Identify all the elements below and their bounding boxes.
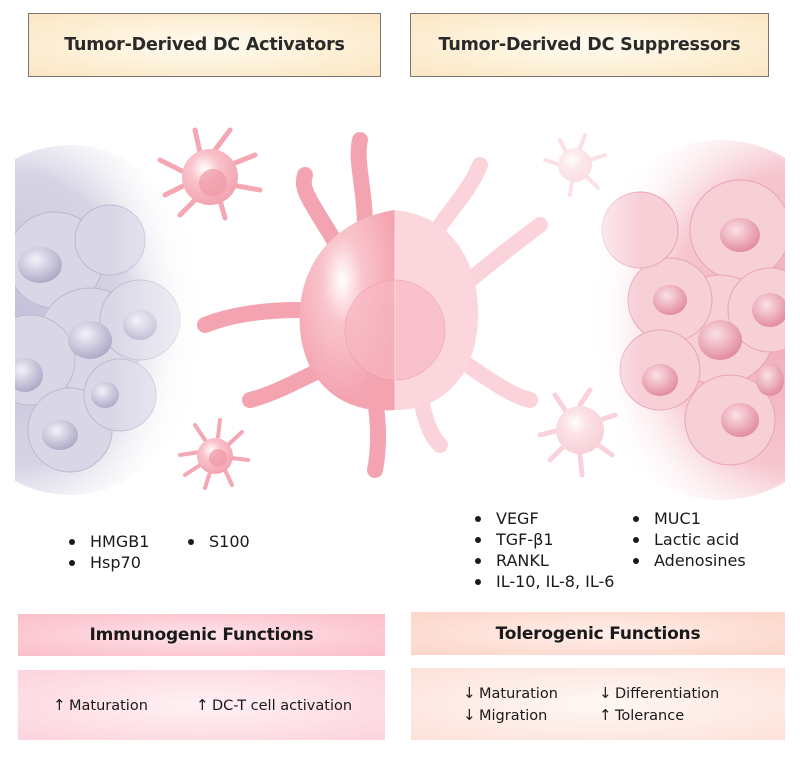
immunogenic-functions-body: ↑Maturation ↑DC-T cell activation <box>18 670 385 740</box>
immunogenic-item: ↑DC-T cell activation <box>196 696 352 714</box>
activators-list-col2: S100 <box>185 531 250 552</box>
suppressors-header: Tumor-Derived DC Suppressors <box>410 13 769 77</box>
small-dendritic-cell-bottom-right <box>537 387 618 478</box>
immunogenic-item: ↑Maturation <box>53 696 148 714</box>
suppressor-item: Lactic acid <box>630 529 746 550</box>
activators-header: Tumor-Derived DC Activators <box>28 13 381 77</box>
up-arrow-icon: ↑ <box>599 706 612 724</box>
activator-item: HMGB1 <box>66 531 149 552</box>
suppressor-item: MUC1 <box>630 508 746 529</box>
down-arrow-icon: ↓ <box>463 684 476 702</box>
suppressor-item: VEGF <box>472 508 614 529</box>
tolerogenic-item-label: Differentiation <box>615 686 720 702</box>
suppressors-list-col2: MUC1 Lactic acid Adenosines <box>630 508 746 571</box>
suppressor-item: Adenosines <box>630 550 746 571</box>
tolerogenic-item-label: Tolerance <box>615 708 685 724</box>
tolerogenic-item: ↓Migration <box>463 706 547 724</box>
tolerogenic-item-label: Migration <box>479 708 548 724</box>
suppressor-item: RANKL <box>472 550 614 571</box>
tolerogenic-item: ↑Tolerance <box>599 706 684 724</box>
suppressors-list-col1: VEGF TGF-β1 RANKL IL-10, IL-8, IL-6 <box>472 508 614 592</box>
tolerogenic-item: ↓Maturation <box>463 684 558 702</box>
suppressor-item: IL-10, IL-8, IL-6 <box>472 571 614 592</box>
up-arrow-icon: ↑ <box>196 696 209 714</box>
immunogenic-item-label: DC-T cell activation <box>212 698 353 714</box>
tolerogenic-functions-title: Tolerogenic Functions <box>411 612 785 655</box>
immunogenic-functions-title: Immunogenic Functions <box>18 614 385 656</box>
left-tumor-cluster <box>0 100 240 500</box>
right-tumor-cluster <box>570 100 800 500</box>
up-arrow-icon: ↑ <box>53 696 66 714</box>
small-dendritic-cell-top-right <box>543 133 607 197</box>
activators-list-col1: HMGB1 Hsp70 <box>66 531 149 573</box>
down-arrow-icon: ↓ <box>599 684 612 702</box>
activator-item: S100 <box>185 531 250 552</box>
suppressor-item: TGF-β1 <box>472 529 614 550</box>
down-arrow-icon: ↓ <box>463 706 476 724</box>
small-dendritic-cell-bottom-left <box>178 418 250 490</box>
tolerogenic-item: ↓Differentiation <box>599 684 719 702</box>
tolerogenic-item-label: Maturation <box>479 686 558 702</box>
tolerogenic-functions-body: ↓Maturation ↓Migration ↓Differentiation … <box>411 668 785 740</box>
immunogenic-item-label: Maturation <box>69 698 148 714</box>
dc-tumor-illustration <box>0 100 800 500</box>
central-dendritic-cell <box>197 132 548 478</box>
activator-item: Hsp70 <box>66 552 149 573</box>
small-dendritic-cell-top-left <box>157 127 263 221</box>
